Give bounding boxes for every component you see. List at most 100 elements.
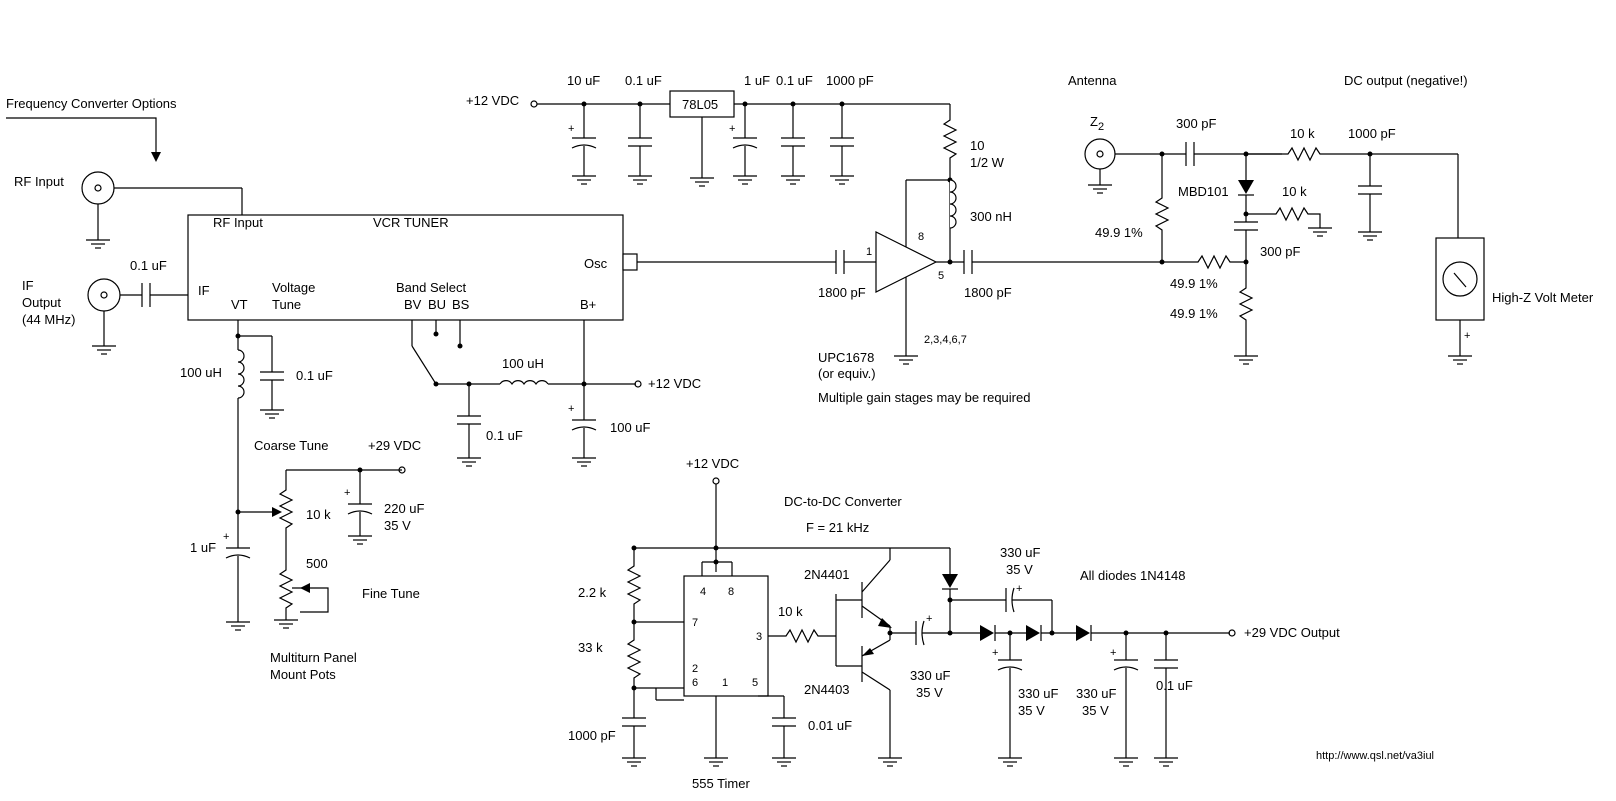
rf-amplifier: 1 8 5 2,3,4,6,7 UPC1678 (or equiv.) Mult… bbox=[818, 179, 1030, 405]
dcdc-freq: F = 21 kHz bbox=[806, 520, 869, 535]
antenna-label: Antenna bbox=[1068, 73, 1117, 88]
r-500-label: 500 bbox=[306, 556, 328, 571]
q-pnp-label: 2N4403 bbox=[804, 682, 850, 697]
r-2k2-label: 2.2 k bbox=[578, 585, 607, 600]
converter-title: Frequency Converter Options bbox=[6, 96, 177, 111]
source-url: http://www.qsl.net/va3iul bbox=[1316, 750, 1434, 762]
c-330-c-v: 35 V bbox=[1018, 703, 1045, 718]
c-reg-01u-a: 0.1 uF bbox=[625, 73, 662, 88]
pots-note-1: Multiturn Panel bbox=[270, 650, 357, 665]
pin-4: 4 bbox=[700, 586, 706, 598]
c-b-100u: 100 uF bbox=[610, 420, 651, 435]
amp-pin-out: 5 bbox=[938, 270, 944, 282]
svg-text:+: + bbox=[568, 123, 574, 135]
amp-pin-gnd: 2,3,4,6,7 bbox=[924, 334, 967, 346]
c-1u-label: 1 uF bbox=[190, 540, 216, 555]
amp-note: Multiple gain stages may be required bbox=[818, 390, 1030, 405]
svg-text:+: + bbox=[223, 531, 229, 543]
if-label-1: IF bbox=[22, 278, 34, 293]
pin-8: 8 bbox=[728, 586, 734, 598]
pin-5: 5 bbox=[752, 677, 758, 689]
v29-label: +29 VDC bbox=[368, 438, 421, 453]
if-label-3: (44 MHz) bbox=[22, 312, 75, 327]
c-1000p-t: 1000 pF bbox=[568, 728, 616, 743]
v12-mid-label: +12 VDC bbox=[648, 376, 701, 391]
c-330-b: 330 uF bbox=[1000, 545, 1041, 560]
r-10-watt: 1/2 W bbox=[970, 155, 1005, 170]
tuner-bu: BU bbox=[428, 297, 446, 312]
antenna-detector-section: Antenna Z2 300 pF 49.9 1% 49.9 1% 49.9 1… bbox=[1068, 73, 1594, 365]
l-vt-label: 100 uH bbox=[180, 365, 222, 380]
rf-input-label: RF Input bbox=[14, 174, 64, 189]
r-49-b: 49.9 1% bbox=[1170, 276, 1218, 291]
svg-text:+: + bbox=[926, 613, 932, 625]
c-ant-300p: 300 pF bbox=[1176, 116, 1217, 131]
if-label-2: Output bbox=[22, 295, 61, 310]
dcdc-converter: +12 VDC DC-to-DC Converter F = 21 kHz 4 … bbox=[568, 456, 1340, 791]
d-mbd-label: MBD101 bbox=[1178, 184, 1229, 199]
amp-equiv: (or equiv.) bbox=[818, 366, 876, 381]
v12-top-label: +12 VDC bbox=[466, 93, 519, 108]
amp-pin-vcc: 8 bbox=[918, 231, 924, 243]
r-49-a: 49.9 1% bbox=[1095, 225, 1143, 240]
l-b-label: 100 uH bbox=[502, 356, 544, 371]
dc-output-label: DC output (negative!) bbox=[1344, 73, 1468, 88]
c-b-01u: 0.1 uF bbox=[486, 428, 523, 443]
rf-input-connector: RF Input bbox=[14, 171, 243, 249]
pin-2: 2 bbox=[692, 663, 698, 675]
pin-6: 6 bbox=[692, 677, 698, 689]
r-33k-label: 33 k bbox=[578, 640, 603, 655]
svg-text:+: + bbox=[729, 123, 735, 135]
c-001u: 0.01 uF bbox=[808, 718, 852, 733]
tuner-vt: VT bbox=[231, 297, 248, 312]
c-220u-volt: 35 V bbox=[384, 518, 411, 533]
r-coarse-label: 10 k bbox=[306, 507, 331, 522]
v12-bottom-label: +12 VDC bbox=[686, 456, 739, 471]
amp-part: UPC1678 bbox=[818, 350, 874, 365]
pin-7: 7 bbox=[692, 617, 698, 629]
dcdc-title: DC-to-DC Converter bbox=[784, 494, 902, 509]
amp-pin-in: 1 bbox=[866, 246, 872, 258]
c-330-a-v: 35 V bbox=[916, 685, 943, 700]
c-330-c: 330 uF bbox=[1018, 686, 1059, 701]
c-220u-label: 220 uF bbox=[384, 501, 425, 516]
c-330-d: 330 uF bbox=[1076, 686, 1117, 701]
regulator-label: 78L05 bbox=[682, 97, 718, 112]
tuner-voltage: Voltage bbox=[272, 280, 315, 295]
r-10-label: 10 bbox=[970, 138, 984, 153]
c-vt-label: 0.1 uF bbox=[296, 368, 333, 383]
r-ant-10k: 10 k bbox=[1290, 126, 1315, 141]
z2-label: Z2 bbox=[1090, 114, 1104, 133]
timer-label: 555 Timer bbox=[692, 776, 750, 791]
c-1800-in-label: 1800 pF bbox=[818, 285, 866, 300]
tuner-tune: Tune bbox=[272, 297, 301, 312]
r-10k-b: 10 k bbox=[1282, 184, 1307, 199]
output-29-label: +29 VDC Output bbox=[1244, 625, 1340, 640]
c-330-a: 330 uF bbox=[910, 668, 951, 683]
voltage-tune-section: 0.1 uF 100 uH + 1 uF 10 k 500 Fine Tune … bbox=[180, 320, 425, 682]
pots-note-2: Mount Pots bbox=[270, 667, 336, 682]
c-300p-b: 300 pF bbox=[1260, 244, 1301, 259]
tuner-if: IF bbox=[198, 283, 210, 298]
coarse-tune-label: Coarse Tune bbox=[254, 438, 328, 453]
pin-1: 1 bbox=[722, 677, 728, 689]
r-49-c: 49.9 1% bbox=[1170, 306, 1218, 321]
svg-text:+: + bbox=[992, 647, 998, 659]
tuner-band-select: Band Select bbox=[396, 280, 466, 295]
vcr-tuner-block: RF Input VCR TUNER IF VT Voltage Tune Ba… bbox=[187, 214, 638, 321]
c-reg-1000p: 1000 pF bbox=[826, 73, 874, 88]
c-330-b-v: 35 V bbox=[1006, 562, 1033, 577]
band-select-section: 0.1 uF 100 uH +12 VDC + 100 uF bbox=[411, 320, 701, 467]
frequency-converter-options: Frequency Converter Options bbox=[6, 96, 177, 162]
tuner-bplus: B+ bbox=[580, 297, 596, 312]
meter-plus: + bbox=[1464, 330, 1470, 342]
c-reg-10u: 10 uF bbox=[567, 73, 600, 88]
tuner-bv: BV bbox=[404, 297, 422, 312]
l-300n-label: 300 nH bbox=[970, 209, 1012, 224]
tuner-rf-in: RF Input bbox=[213, 215, 263, 230]
c-330-d-v: 35 V bbox=[1082, 703, 1109, 718]
c-1000p-out: 1000 pF bbox=[1348, 126, 1396, 141]
diodes-note: All diodes 1N4148 bbox=[1080, 568, 1186, 583]
c-reg-01u-b: 0.1 uF bbox=[776, 73, 813, 88]
